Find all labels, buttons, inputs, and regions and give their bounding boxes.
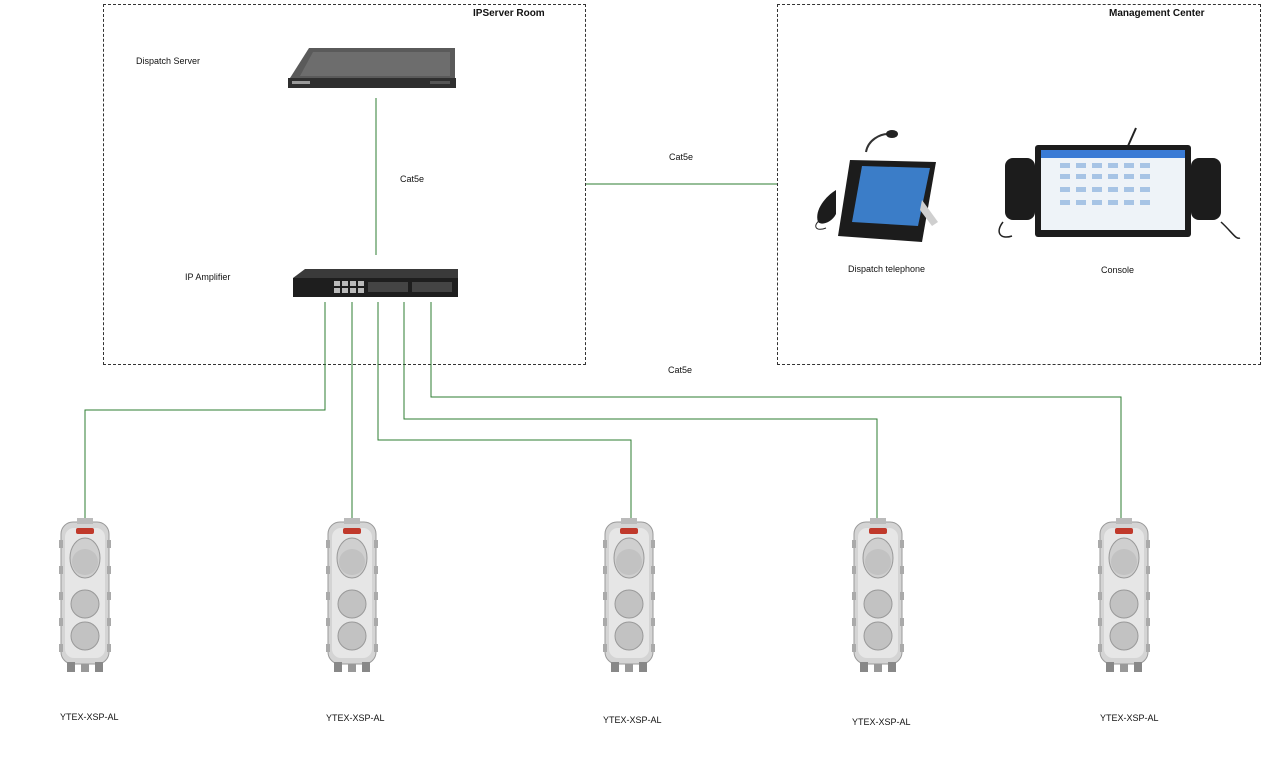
speaker-5-label: YTEX-XSP-AL (1100, 713, 1159, 723)
dispatch-telephone-label: Dispatch telephone (848, 264, 926, 274)
dispatch-telephone-device (815, 130, 938, 242)
speaker-2-device (326, 518, 378, 672)
speaker-2-label: YTEX-XSP-AL (326, 713, 385, 723)
cable-speaker-1 (84, 302, 326, 518)
server-room-zone: IPServer Room (103, 4, 586, 365)
ip-amplifier-label: IP Amplifier (185, 272, 231, 282)
cables (84, 98, 1122, 518)
cable-label-speakers: Cat5e (668, 365, 693, 375)
console-label: Console (1101, 265, 1135, 275)
dispatch-server-label: Dispatch Server (136, 56, 201, 66)
speaker-1-device (59, 518, 111, 672)
console-device (998, 127, 1241, 240)
cable-speaker-3 (377, 302, 632, 518)
speaker-4-device (852, 518, 904, 672)
cable-speaker-4 (403, 302, 878, 518)
speaker-4-label: YTEX-XSP-AL (852, 717, 911, 727)
management-center-zone: Management Center (777, 4, 1261, 365)
speaker-3-label: YTEX-XSP-AL (603, 715, 662, 725)
speaker-1-label: YTEX-XSP-AL (60, 712, 119, 722)
server-room-title: IPServer Room (473, 8, 545, 19)
speaker-3-device (603, 518, 655, 672)
management-center-title: Management Center (1109, 8, 1205, 19)
dispatch-server-device (288, 48, 456, 88)
speaker-5-device (1098, 518, 1150, 672)
cable-label-server-amplifier: Cat5e (400, 174, 425, 184)
cable-label-room-management: Cat5e (669, 152, 694, 162)
cable-speaker-5 (430, 302, 1122, 518)
ip-amplifier-device (293, 269, 458, 297)
